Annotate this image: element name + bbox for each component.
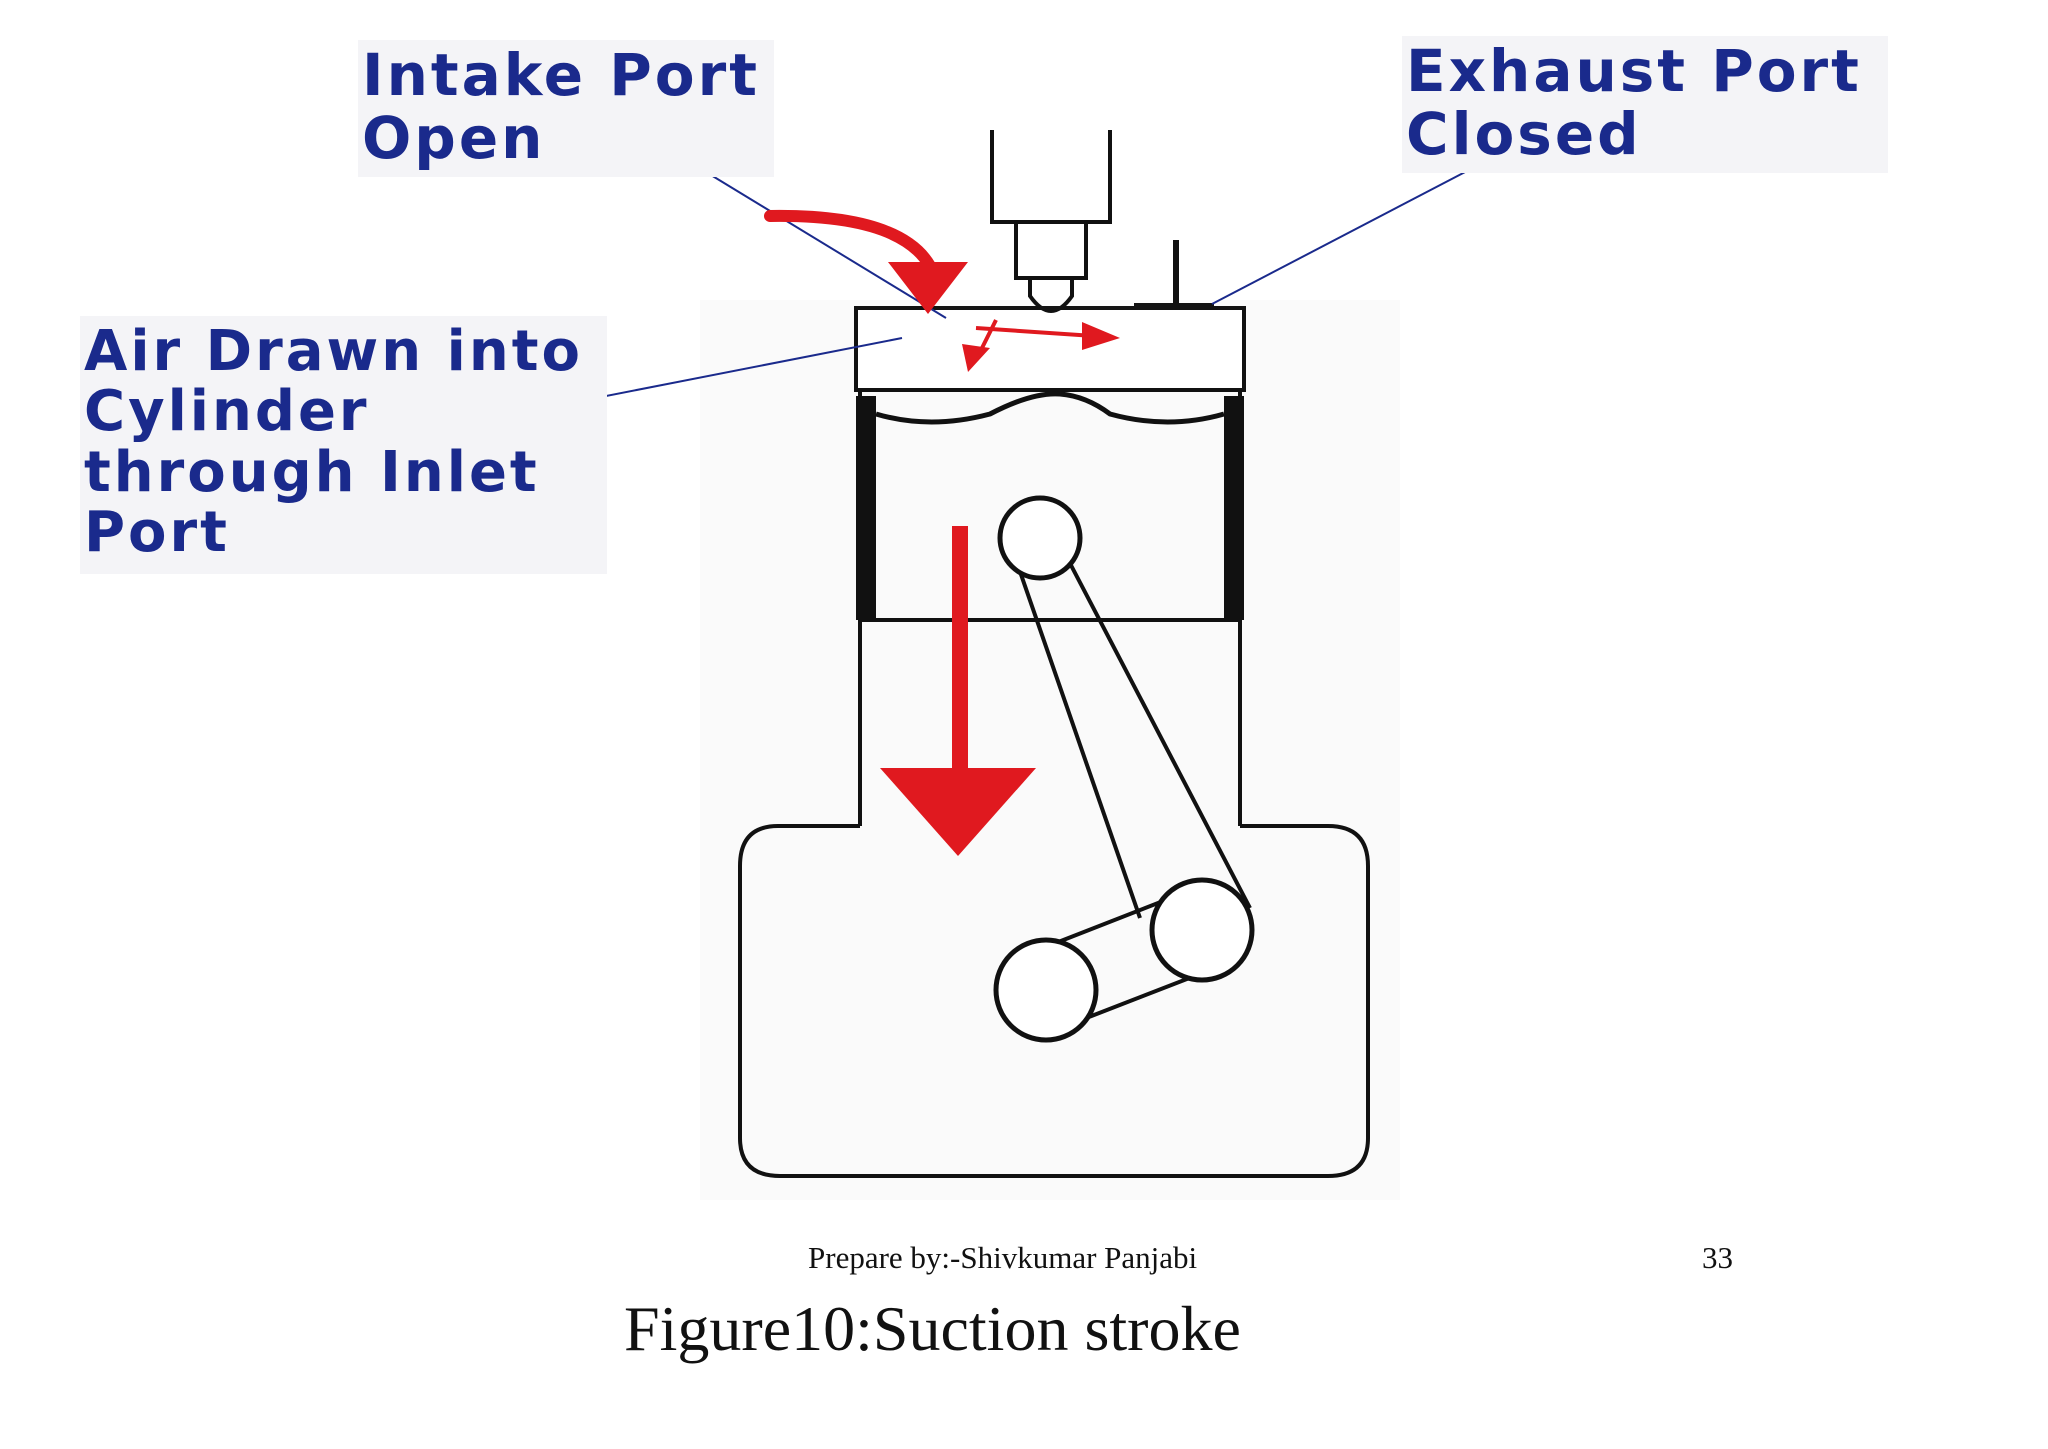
down-arrow-shaft xyxy=(952,526,968,776)
intake-port-label: Intake Port Open xyxy=(358,40,774,178)
connecting-rod-right xyxy=(1060,547,1252,909)
cylinder-head xyxy=(854,306,1246,392)
crankshaft-journal xyxy=(993,937,1099,1043)
air-label-line-1: Air Drawn into xyxy=(84,319,583,384)
exhaust-port-label: Exhaust Port Closed xyxy=(1402,36,1888,174)
down-arrow-icon xyxy=(880,768,1036,856)
page-number: 33 xyxy=(1702,1240,1733,1275)
crank-web-top xyxy=(1047,894,1177,948)
injector-body xyxy=(990,130,1112,224)
injector-tip xyxy=(1028,278,1074,313)
intake-label-line-2: Open xyxy=(362,103,546,172)
crankcase-outline xyxy=(738,824,1370,1178)
air-label-line-2: Cylinder xyxy=(84,379,370,445)
curved-arrow-head xyxy=(888,262,968,314)
exhaust-label-line-1: Exhaust Port xyxy=(1406,37,1862,105)
piston-side-right xyxy=(1224,396,1244,620)
figure-caption: Figure10:Suction stroke xyxy=(624,1293,1241,1364)
air-label-line-3: through Inlet xyxy=(84,439,540,505)
air-flow-head-left xyxy=(962,344,990,372)
intake-label-line-1: Intake Port xyxy=(362,41,760,109)
gudgeon-pin xyxy=(997,495,1083,581)
air-label-line-4: Port xyxy=(84,500,230,566)
piston-crown xyxy=(875,391,1225,425)
air-flow-line-down xyxy=(978,319,998,353)
curved-arrow-icon xyxy=(764,209,936,272)
exhaust-leader-line xyxy=(1211,157,1493,305)
diagram-background xyxy=(700,300,1400,1200)
crank-pin xyxy=(1149,877,1255,983)
footer-author: Prepare by:-Shivkumar Panjabi xyxy=(808,1240,1198,1275)
exhaust-label-line-2: Closed xyxy=(1406,99,1642,168)
connecting-rod-left xyxy=(1014,559,1142,919)
air-flow-line xyxy=(975,326,1095,338)
air-drawn-label: Air Drawn into Cylinder through Inlet Po… xyxy=(80,316,607,574)
air-flow-head-right xyxy=(1082,322,1120,350)
piston-side-left xyxy=(856,396,876,620)
injector-nut xyxy=(1014,220,1088,280)
